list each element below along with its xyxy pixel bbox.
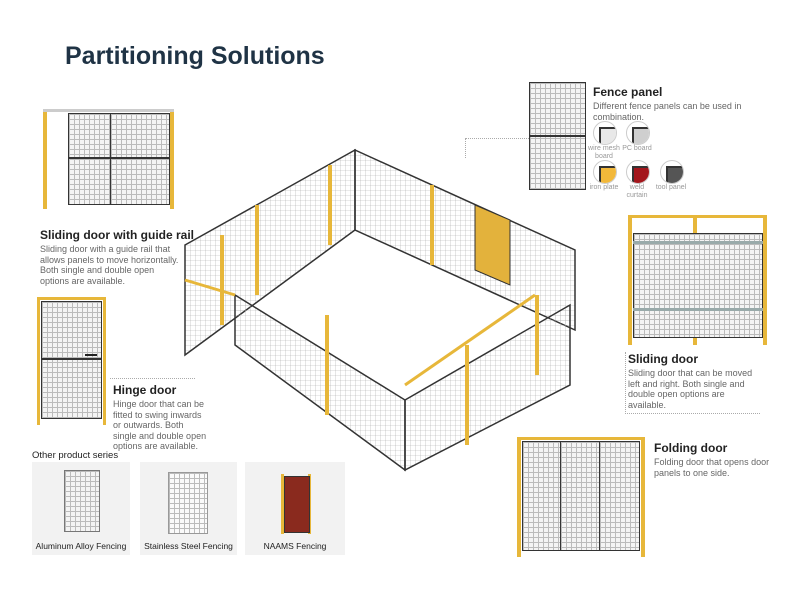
product-card-aluminum[interactable]: Aluminum Alloy Fencing (32, 462, 130, 555)
sliding-desc: Sliding door that can be moved left and … (628, 368, 753, 410)
pc-board-swatch (632, 127, 649, 144)
hinge-door-image (35, 295, 110, 430)
enclosure-back-right-wall (354, 148, 576, 332)
sliding-guide-desc: Sliding door with a guide rail that allo… (40, 244, 179, 286)
sliding-door-image (625, 213, 785, 348)
swatch-label: PC board (622, 145, 652, 152)
product-card-stainless[interactable]: Stainless Steel Fencing (140, 462, 237, 555)
folding-title: Folding door (654, 441, 728, 455)
enclosure-iron-plate-panel (474, 204, 511, 286)
product-card-naams[interactable]: NAAMS Fencing (245, 462, 345, 555)
enclosure-illustration (184, 148, 576, 472)
swatch-label: tool panel (655, 184, 687, 191)
hinge-title: Hinge door (113, 383, 177, 397)
wire-mesh-swatch (599, 127, 616, 144)
product-label: Aluminum Alloy Fencing (35, 541, 127, 551)
sliding-guide-door-image (40, 105, 185, 215)
sliding-guide-section: Sliding door with guide rail Sliding doo… (40, 228, 220, 286)
folding-desc: Folding door that opens door panels to o… (654, 457, 770, 478)
sliding-title: Sliding door (628, 352, 698, 366)
enclosure-back-left-wall (184, 148, 356, 357)
fence-section: Fence panel Different fence panels can b… (593, 85, 793, 122)
page-title: Partitioning Solutions (65, 42, 325, 70)
folding-section: Folding door Folding door that opens doo… (654, 441, 784, 478)
swatch-label: iron plate (589, 184, 619, 191)
fence-desc: Different fence panels can be used in co… (593, 101, 742, 122)
enclosure-front-left-wall (234, 293, 406, 472)
iron-plate-swatch (599, 166, 616, 183)
product-label: Stainless Steel Fencing (144, 541, 233, 551)
hinge-desc: Hinge door that can be fitted to swing i… (113, 399, 207, 451)
weld-curtain-swatch (632, 166, 649, 183)
sliding-section: Sliding door Sliding door that can be mo… (625, 352, 760, 414)
enclosure-posts (220, 165, 539, 445)
tool-panel-swatch (666, 166, 683, 183)
folding-door-image (515, 435, 650, 560)
sliding-guide-title: Sliding door with guide rail (40, 228, 194, 242)
product-label: NAAMS Fencing (263, 541, 327, 551)
other-series-title: Other product series (32, 450, 119, 461)
swatch-label: weld curtain (626, 184, 648, 199)
fence-title: Fence panel (593, 85, 663, 99)
enclosure-front-right-wall (404, 303, 571, 472)
swatch-label: wire mesh board (588, 145, 620, 160)
hinge-section: Hinge door Hinge door that can be fitted… (113, 383, 208, 452)
